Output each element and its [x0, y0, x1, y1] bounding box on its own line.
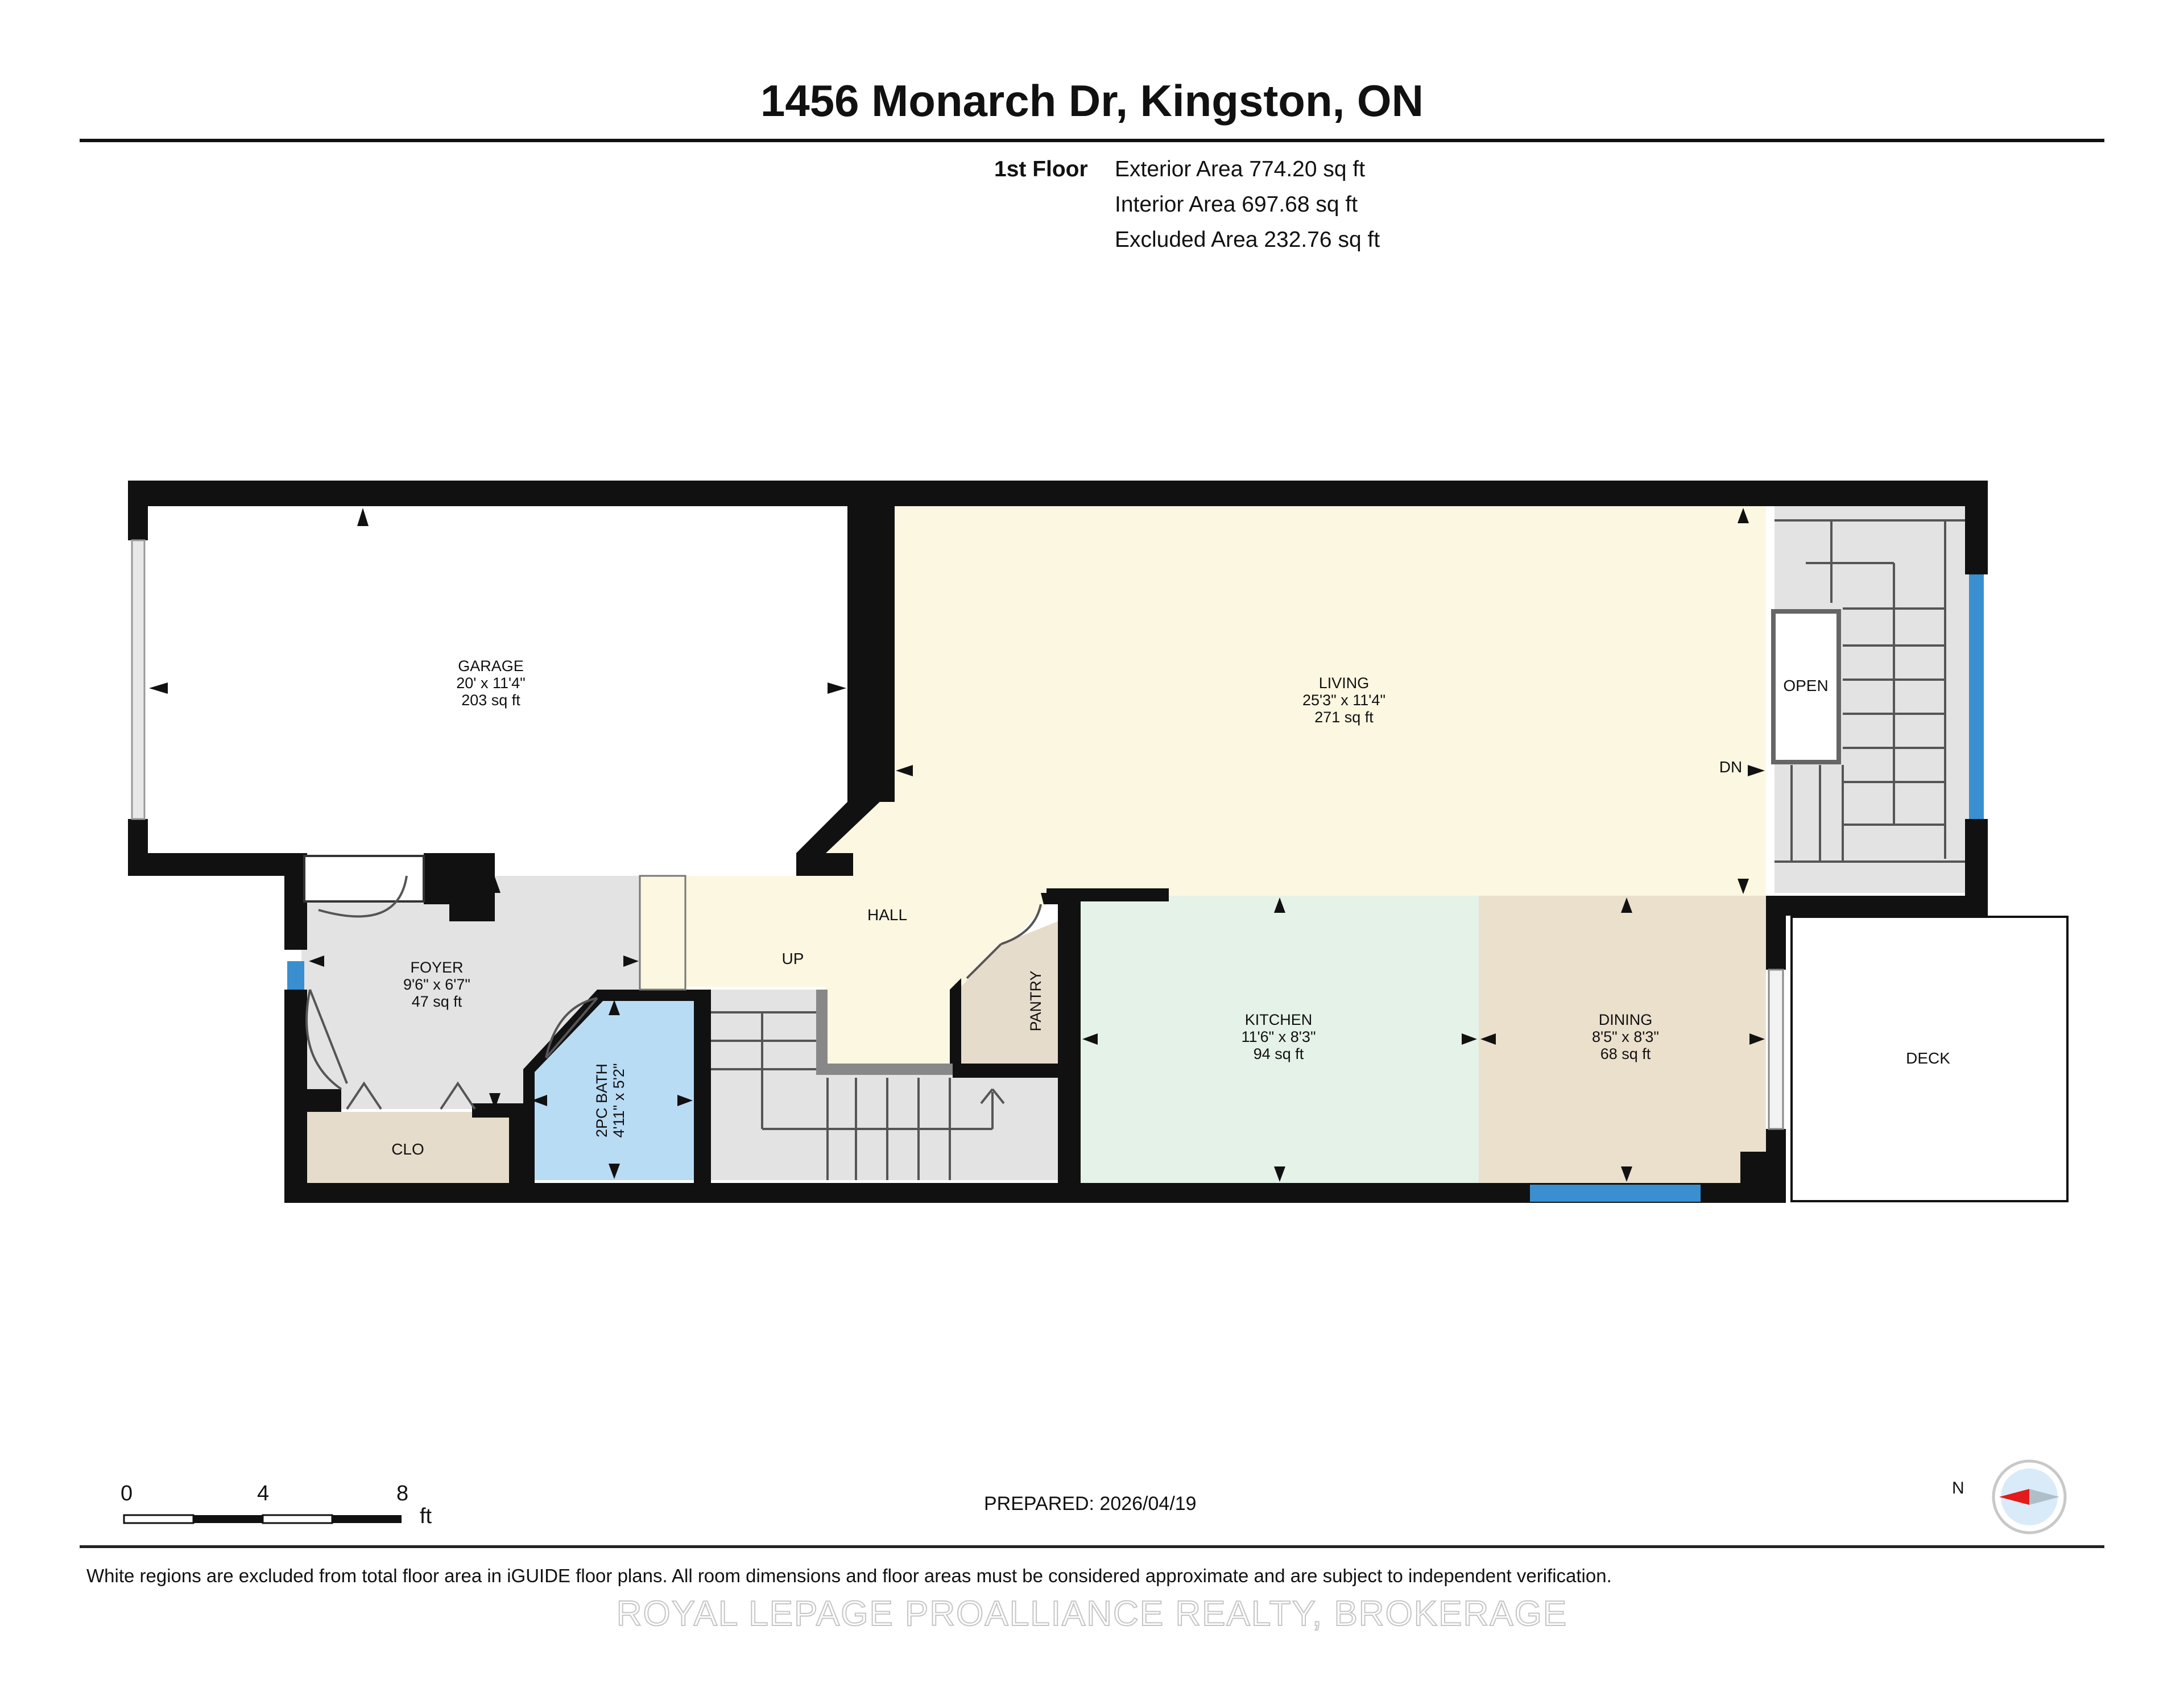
foyer-area: 47 sq ft	[412, 993, 462, 1010]
down-label: DN	[1719, 758, 1742, 776]
kitchen-area: 94 sq ft	[1254, 1045, 1304, 1062]
bath-name: 2PC BATH	[593, 1064, 610, 1137]
footer-divider	[80, 1545, 2104, 1548]
scale-tick-8: 8	[396, 1482, 409, 1505]
garage-area: 203 sq ft	[461, 692, 520, 709]
floor-label: 1st Floor	[994, 157, 1088, 181]
bath-fill	[529, 998, 694, 1180]
bath-dims: 4'11" x 5'2"	[610, 1063, 627, 1137]
stair-window	[1969, 574, 1984, 819]
deck-name: DECK	[1906, 1049, 1950, 1067]
exterior-area: Exterior Area 774.20 sq ft	[1115, 157, 1366, 181]
dimension-arrows	[149, 508, 1765, 1182]
closet-name: CLO	[391, 1140, 424, 1158]
living-dims: 25'3" x 11'4"	[1302, 692, 1385, 709]
open-label: OPEN	[1783, 677, 1828, 694]
foyer-window	[287, 961, 304, 990]
hall-fill	[682, 785, 1061, 1069]
scale-tick-4: 4	[257, 1482, 270, 1505]
living-room-fill	[895, 506, 1766, 896]
walls	[128, 481, 1988, 1203]
prepared-date: PREPARED: 2026/04/19	[984, 1493, 1197, 1515]
dining-window	[1530, 1185, 1701, 1202]
page-title: 1456 Monarch Dr, Kingston, ON	[760, 76, 1424, 126]
excluded-area: Excluded Area 232.76 sq ft	[1115, 227, 1380, 252]
dining-dims: 8'5" x 8'3"	[1592, 1028, 1659, 1045]
door-swings	[305, 875, 1042, 1110]
stairs-right-fill	[1774, 506, 1974, 893]
garage-name: GARAGE	[458, 657, 524, 675]
interior-area: Interior Area 697.68 sq ft	[1115, 192, 1358, 217]
up-label: UP	[782, 950, 804, 967]
foyer-name: FOYER	[410, 959, 463, 976]
hall-opening	[639, 875, 686, 991]
garage-window	[131, 539, 146, 820]
header-divider	[80, 139, 2104, 142]
foyer-fill	[301, 876, 640, 1109]
kitchen-name: KITCHEN	[1245, 1011, 1313, 1028]
garage-dims: 20' x 11'4"	[456, 675, 525, 692]
scale-tick-0: 0	[121, 1482, 133, 1505]
brokerage-watermark: ROYAL LEPAGE PROALLIANCE REALTY, BROKERA…	[616, 1594, 1568, 1634]
scale-unit: ft	[420, 1504, 432, 1528]
compass-north-label: N	[1952, 1479, 1964, 1497]
dining-fill	[1479, 896, 1766, 1183]
deck-door	[1768, 969, 1784, 1130]
garage-fill	[148, 506, 847, 853]
kitchen-dims: 11'6" x 8'3"	[1241, 1028, 1316, 1045]
stair-opening	[1771, 609, 1841, 764]
stairs-right	[1774, 519, 1974, 863]
hall-name: HALL	[867, 906, 907, 924]
deck	[1790, 916, 2069, 1202]
living-area: 271 sq ft	[1314, 709, 1374, 726]
disclaimer-text: White regions are excluded from total fl…	[86, 1565, 1612, 1586]
garage-step	[303, 855, 425, 903]
compass-icon	[1992, 1459, 2067, 1534]
pantry-fill	[958, 921, 1058, 1064]
kitchen-fill	[1081, 896, 1479, 1183]
stairs-up-fill	[708, 990, 1058, 1180]
living-name: LIVING	[1319, 675, 1370, 692]
stairs-up	[708, 1011, 1005, 1180]
scale-bar	[123, 1514, 402, 1524]
dining-area: 68 sq ft	[1600, 1045, 1651, 1062]
foyer-dims: 9'6" x 6'7"	[403, 976, 470, 993]
closet-fill	[307, 1112, 509, 1183]
pantry-name: PANTRY	[1027, 970, 1044, 1031]
dining-name: DINING	[1599, 1011, 1653, 1028]
